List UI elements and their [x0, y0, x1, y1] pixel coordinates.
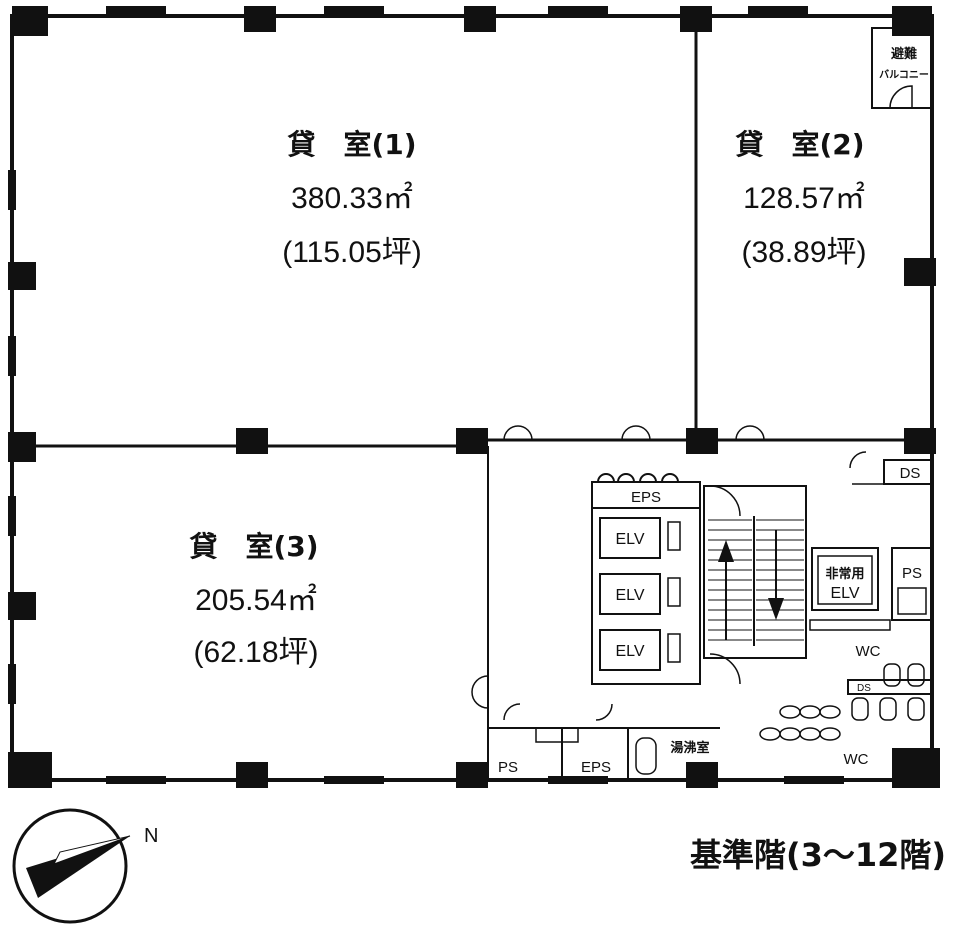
down-arrow-icon [768, 530, 784, 620]
kitchen-label: 湯沸室 [670, 740, 709, 756]
elv-2-label: ELV [615, 587, 644, 604]
room-2-area: 128.57㎡ [743, 182, 865, 215]
north-label: N [144, 825, 158, 847]
room-3-area: 205.54㎡ [195, 584, 317, 617]
room-2-name: 貸 室(2) [735, 128, 864, 161]
eps-top-label: EPS [631, 489, 661, 506]
eps-bottom-label: EPS [581, 759, 611, 776]
wc-upper-label: WC [856, 643, 881, 660]
compass-icon [12, 808, 131, 924]
columns [8, 6, 940, 788]
doors [471, 425, 765, 721]
room-3-tsubo: (62.18坪) [193, 636, 318, 669]
balcony-label-2: バルコニー [879, 69, 929, 81]
elv-3-label: ELV [615, 643, 644, 660]
elv-1-label: ELV [615, 531, 644, 548]
room-1-area: 380.33㎡ [291, 182, 413, 215]
up-arrow-icon [718, 540, 734, 640]
wc-lower-label: WC [844, 751, 869, 768]
room-1-tsubo: (115.05坪) [282, 236, 422, 269]
ds-small-label: DS [857, 683, 871, 694]
core [488, 451, 933, 780]
floor-title: 基準階(3〜12階) [690, 836, 946, 874]
ps-right-label: PS [902, 565, 922, 582]
ps-bottom-label: PS [498, 759, 518, 776]
emergency-elv-label-2: ELV [830, 585, 859, 602]
room-2-tsubo: (38.89坪) [741, 236, 866, 269]
emergency-elv-label-1: 非常用 [825, 566, 864, 582]
room-1-name: 貸 室(1) [287, 128, 416, 161]
balcony-label-1: 避難 [891, 46, 917, 62]
ds-top-label: DS [900, 465, 921, 482]
room-3-name: 貸 室(3) [189, 530, 318, 563]
stair-treads [708, 519, 804, 641]
